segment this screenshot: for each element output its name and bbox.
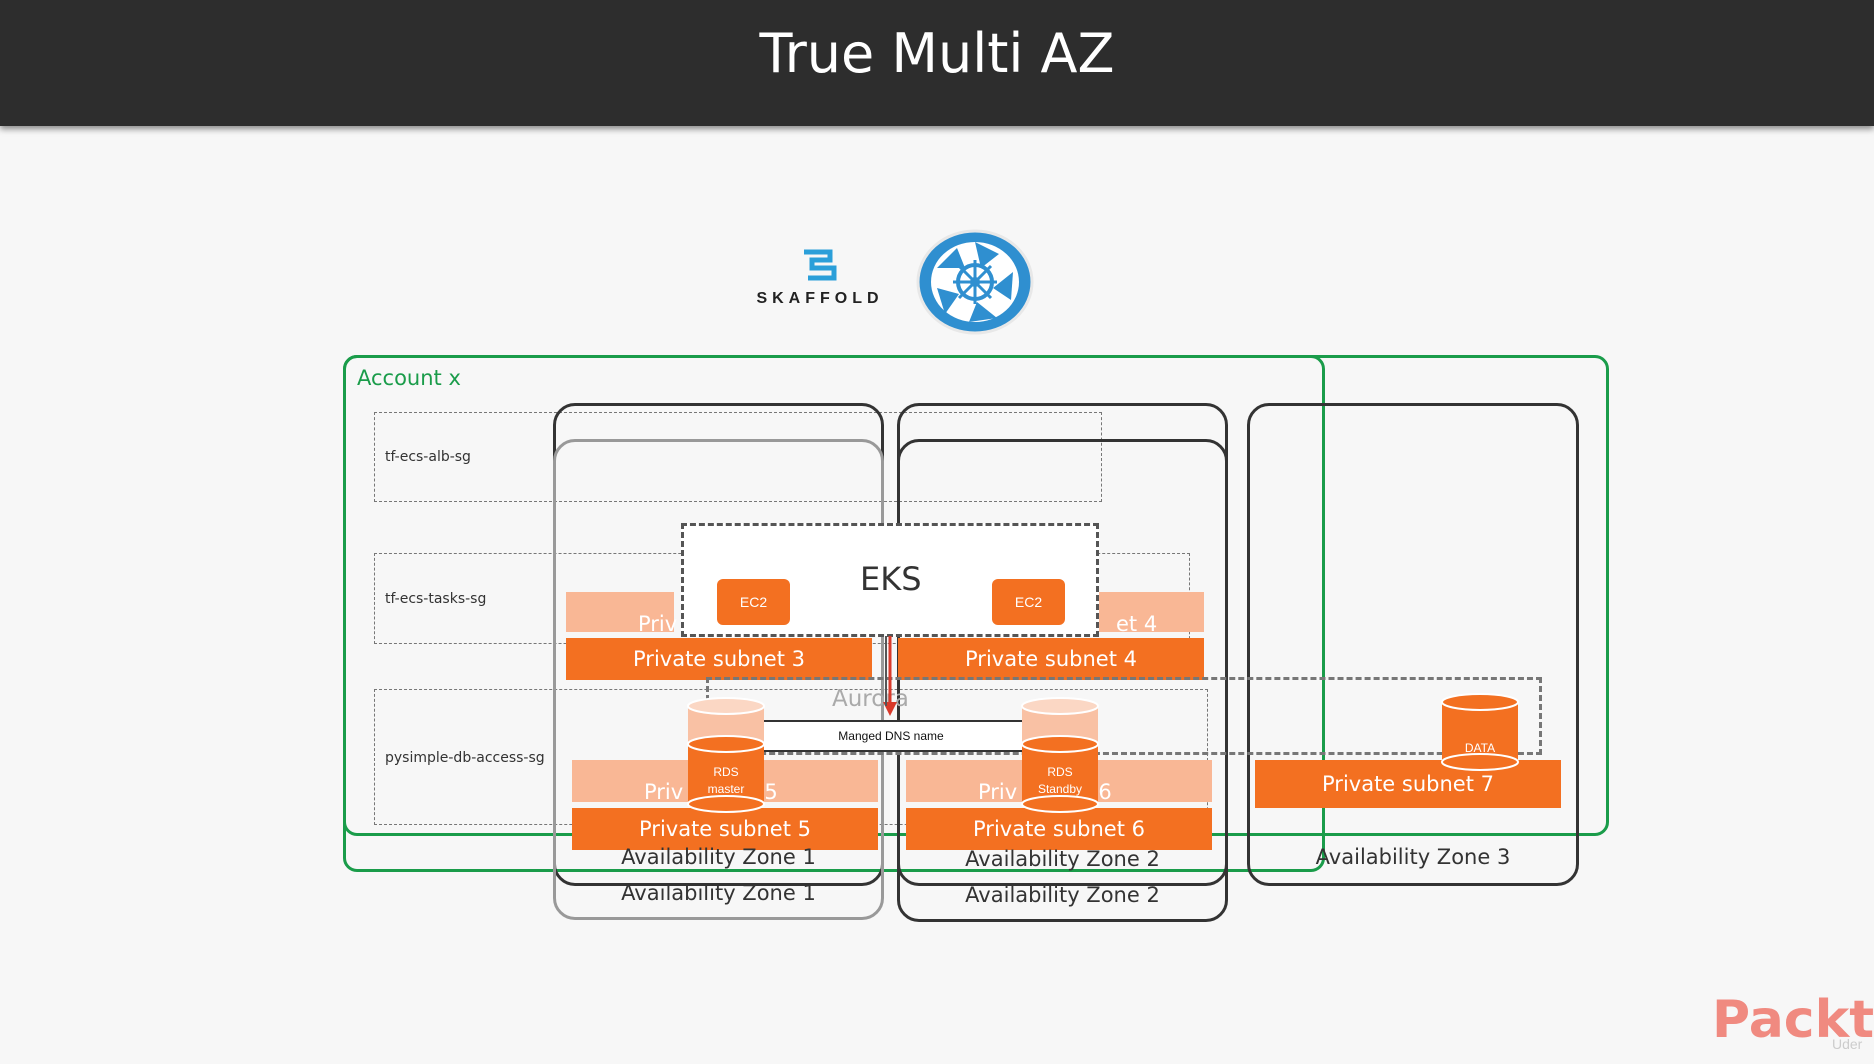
ec2-instance: EC2	[717, 579, 790, 625]
eks-label: EKS	[860, 560, 922, 598]
skaffold-icon	[804, 249, 837, 281]
kubernetes-logo	[915, 228, 1035, 336]
packt-logo: Packt>	[1712, 990, 1874, 1050]
watermark-text: Uder	[1832, 1036, 1863, 1052]
availability-zone-3-label: Availability Zone 3	[1315, 845, 1511, 869]
availability-zone-2-label: Availability Zone 2	[965, 847, 1160, 871]
skaffold-wordmark: SKAFFOLD	[756, 290, 884, 307]
data-database-label: DATA	[1464, 741, 1496, 755]
subnet-ghost-right-top: et 4	[1098, 592, 1204, 636]
data-database-icon	[1441, 693, 1519, 771]
availability-zone-1-label: Availability Zone 1	[621, 845, 816, 869]
helm-wheel-icon	[916, 229, 1034, 335]
availability-zone-1-label-back: Availability Zone 1	[621, 881, 816, 905]
subnet-ghost-left-top: Priv	[566, 592, 677, 636]
rds-standby-database-icon	[1021, 735, 1099, 813]
private-subnet-6: Private subnet 6	[906, 808, 1212, 850]
account-frame	[343, 355, 1325, 872]
private-subnet-5: Private subnet 5	[572, 808, 878, 850]
private-subnet-3: Private subnet 3	[566, 638, 872, 680]
managed-dns-label: Manged DNS name	[838, 729, 944, 743]
security-group-label: pysimple-db-access-sg	[385, 750, 545, 766]
ec2-instance: EC2	[992, 579, 1065, 625]
skaffold-logo: SKAFFOLD	[745, 248, 895, 318]
aurora-label: Aurora	[832, 686, 909, 712]
slide-title: True Multi AZ	[759, 22, 1115, 85]
availability-zone-3	[1247, 403, 1579, 886]
title-bar	[0, 0, 1874, 126]
account-label: Account x	[357, 366, 461, 390]
availability-zone-2-label-back: Availability Zone 2	[965, 883, 1160, 907]
rds-master-database-icon	[687, 735, 765, 813]
security-group-alb	[374, 412, 1102, 502]
security-group-label: tf-ecs-alb-sg	[385, 449, 471, 465]
connector-arrow-icon	[883, 636, 897, 716]
private-subnet-4: Private subnet 4	[898, 638, 1204, 680]
private-subnet-7: Private subnet 7	[1255, 760, 1561, 808]
managed-dns-box: Manged DNS name	[724, 720, 1058, 752]
security-group-label: tf-ecs-tasks-sg	[385, 591, 487, 607]
availability-zone-2	[897, 439, 1228, 922]
